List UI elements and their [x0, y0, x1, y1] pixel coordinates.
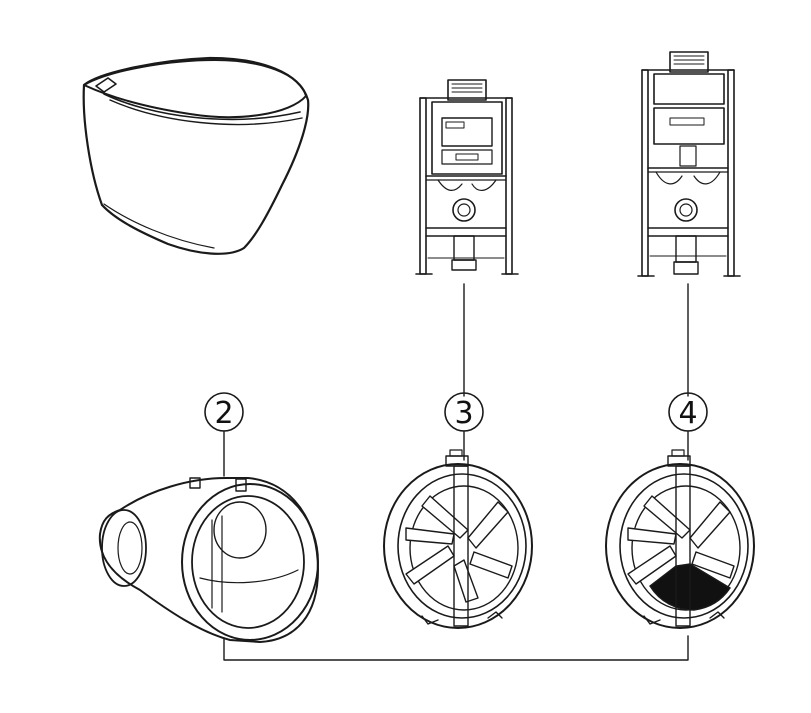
callout-2: 2 — [204, 392, 244, 432]
drain-insert-part-a — [383, 449, 533, 629]
callout-label-4: 4 — [678, 396, 697, 431]
drain-insert-part-b — [605, 449, 755, 629]
installation-frame-a: GEBERIT — [415, 79, 519, 275]
actuator-box — [447, 79, 487, 101]
callout-3: 3 — [444, 392, 484, 432]
brand-plate-a: GEBERIT — [446, 123, 464, 128]
installation-frame-b: GEBERIT — [637, 51, 741, 277]
actuator-box — [669, 51, 709, 73]
wall-hung-toilet-illustration — [82, 56, 310, 255]
drain-adapter-part — [98, 477, 319, 643]
callout-label-2: 2 — [214, 396, 233, 431]
connector-bracket — [223, 635, 689, 661]
callout-4: 4 — [668, 392, 708, 432]
brand-plate-b: GEBERIT — [677, 120, 697, 126]
callout-label-3: 3 — [454, 396, 473, 431]
